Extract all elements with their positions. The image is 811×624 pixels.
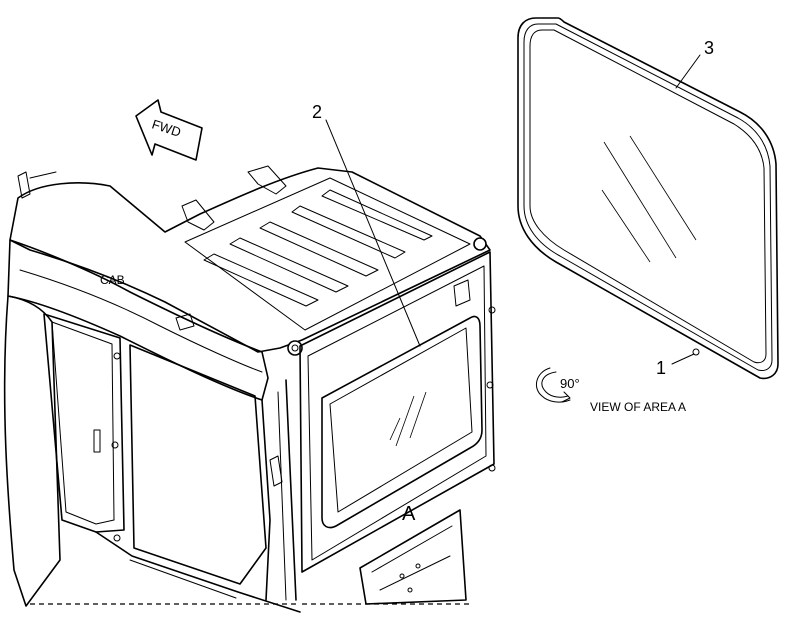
corner-bolt-rear xyxy=(473,237,487,251)
cab-body xyxy=(3,295,301,613)
detail-window-view xyxy=(517,17,779,380)
seal-joint xyxy=(692,348,700,356)
side-window xyxy=(321,315,483,529)
cab-roof xyxy=(7,165,491,401)
view-of-area-label: VIEW OF AREA A xyxy=(590,400,686,414)
callout-3: 3 xyxy=(704,38,714,58)
corner-bolt-front xyxy=(287,340,303,356)
fwd-arrow: FWD xyxy=(135,99,203,161)
window-glass xyxy=(529,29,767,364)
rotation-indicator: 90° xyxy=(535,367,580,403)
window-seal-outer xyxy=(517,17,779,380)
rotation-label: 90° xyxy=(560,376,580,391)
callout-1: 1 xyxy=(656,358,666,378)
cab-side-wall xyxy=(299,251,496,605)
leader-lines xyxy=(325,54,701,365)
callout-2: 2 xyxy=(312,102,322,122)
cab-label: CAB xyxy=(100,273,125,287)
area-a-label: A xyxy=(402,503,416,525)
